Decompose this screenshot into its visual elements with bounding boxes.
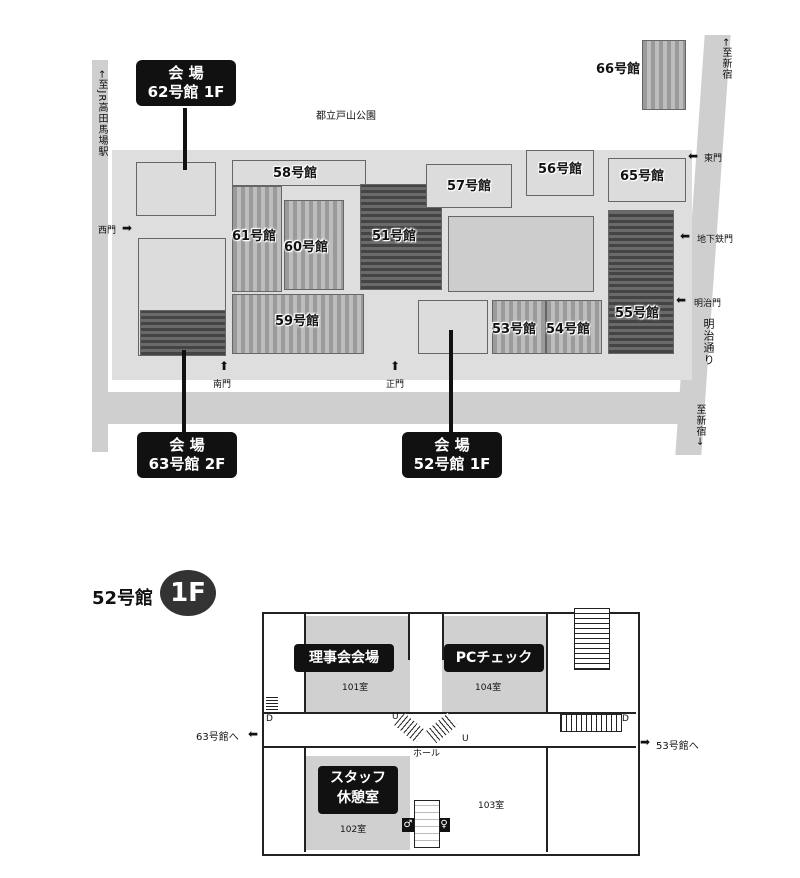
building-59-label: 59号館	[275, 314, 320, 329]
subway-gate-arrow: ⬅	[680, 229, 691, 243]
room-103-number: 103室	[478, 801, 505, 811]
floor-badge-text: 1F	[170, 578, 206, 608]
stairs-left	[266, 696, 278, 710]
building-58-label: 58号館	[273, 166, 318, 181]
venue-52-callout: 会 場 52号館 1F	[402, 432, 502, 478]
building-61	[232, 186, 282, 292]
stair-mark-right: U	[462, 734, 469, 744]
building-53	[492, 300, 546, 354]
park-label: 都立戸山公園	[316, 111, 376, 122]
wall-103-right	[546, 746, 548, 852]
building-65-label: 65号館	[620, 169, 665, 184]
meiji-street-label: 明治通り	[702, 318, 715, 366]
building-54	[546, 300, 602, 354]
building-56	[526, 150, 594, 196]
building-66-label: 66号館	[596, 62, 641, 77]
south-gate-arrow: ⬆	[219, 359, 230, 373]
meiji-gate-label: 明治門	[694, 299, 722, 309]
room-102-number: 102室	[340, 825, 367, 835]
door-mark-right: D	[622, 714, 629, 724]
courtyard	[448, 216, 594, 292]
to-53-arrow: ➡	[640, 735, 651, 749]
west-gate-arrow: ➡	[122, 221, 133, 235]
room-104-name: PCチェック	[444, 644, 544, 672]
restroom-male-icon: ♂	[402, 818, 414, 832]
shinjuku-direction-bottom: 至新宿→	[694, 404, 705, 447]
venue-52-line2: 52号館 1F	[413, 455, 491, 473]
room-101-name: 理事会会場	[294, 644, 394, 672]
wall-104-left	[442, 612, 444, 660]
hall-label: ホール	[413, 749, 441, 759]
building-52	[418, 300, 488, 354]
building-51-label: 51号館	[372, 229, 417, 244]
venue-63-line1: 会 場	[169, 436, 205, 454]
wall-104-right	[546, 612, 548, 714]
venue-52-pointer	[449, 330, 453, 434]
building-63-base	[140, 310, 226, 356]
building-59	[232, 294, 364, 354]
floor-badge: 1F	[160, 570, 216, 616]
room-104-number: 104室	[475, 683, 502, 693]
venue-63-line2: 63号館 2F	[148, 455, 226, 473]
wall-corridor-top	[262, 712, 636, 714]
venue-52-line1: 会 場	[434, 436, 470, 454]
floor-plan-building-label: 52号館	[92, 588, 154, 609]
south-gate-label: 南門	[213, 380, 232, 390]
building-55	[608, 270, 674, 354]
room-101-number: 101室	[342, 683, 369, 693]
building-57	[426, 164, 512, 208]
stairs-right-mid	[560, 714, 622, 732]
room-102-name-line1: スタッフ	[330, 770, 386, 786]
venue-62-line2: 62号館 1F	[147, 83, 225, 101]
east-gate-arrow: ⬅	[688, 149, 699, 163]
venue-62-line1: 会 場	[168, 64, 204, 82]
subway-gate-label: 地下鉄門	[697, 235, 734, 245]
to-53-label: 53号館へ	[656, 741, 699, 752]
meiji-gate-arrow: ⬅	[676, 293, 687, 307]
building-60	[284, 200, 344, 290]
main-gate-arrow: ⬆	[390, 359, 401, 373]
building-60-label: 60号館	[284, 240, 329, 255]
to-63-arrow: ⬅	[248, 727, 259, 741]
building-62	[136, 162, 216, 216]
room-102-name-line2: 休憩室	[337, 790, 379, 806]
building-55-label: 55号館	[615, 306, 660, 321]
jr-direction: ←至JR高田馬場駅	[96, 70, 107, 158]
restroom-female-icon: ♀	[438, 818, 450, 832]
building-54-label: 54号館	[546, 322, 591, 337]
east-gate-label: 東門	[704, 154, 723, 164]
venue-63-pointer	[182, 350, 186, 434]
venue-62-callout: 会 場 62号館 1F	[136, 60, 236, 106]
door-mark-left: D	[266, 714, 273, 724]
building-53-label: 53号館	[492, 322, 537, 337]
venue-63-callout: 会 場 63号館 2F	[137, 432, 237, 478]
stair-mark-left: U	[392, 712, 399, 722]
main-gate-label: 正門	[386, 380, 405, 390]
road-south	[92, 392, 702, 424]
restroom-block	[414, 800, 440, 848]
building-58	[232, 160, 366, 186]
road-west	[92, 60, 108, 452]
building-66	[642, 40, 686, 110]
room-102-name: スタッフ 休憩室	[318, 766, 398, 814]
floor-plan: 52号館 1F 理事会会場 101室 PCチェック 104室 スタッフ 休憩室 …	[0, 560, 800, 878]
campus-map: 66号館 都立戸山公園 ←至JR高田馬場駅 ←至新宿 至新宿→ 明治通り 58号…	[92, 35, 734, 478]
to-63-label: 63号館へ	[196, 732, 239, 743]
building-55-top	[608, 210, 674, 272]
venue-62-pointer	[183, 108, 187, 170]
stairs-right-top	[574, 608, 610, 670]
wall-102-left	[304, 746, 306, 852]
building-65	[608, 158, 686, 202]
wall-101-right	[408, 612, 410, 660]
building-61-label: 61号館	[232, 229, 277, 244]
building-56-label: 56号館	[538, 162, 583, 177]
building-57-label: 57号館	[447, 179, 492, 194]
shinjuku-direction-top: ←至新宿	[720, 38, 731, 81]
west-gate-label: 西門	[98, 226, 117, 236]
wall-corridor-bottom	[262, 746, 636, 748]
